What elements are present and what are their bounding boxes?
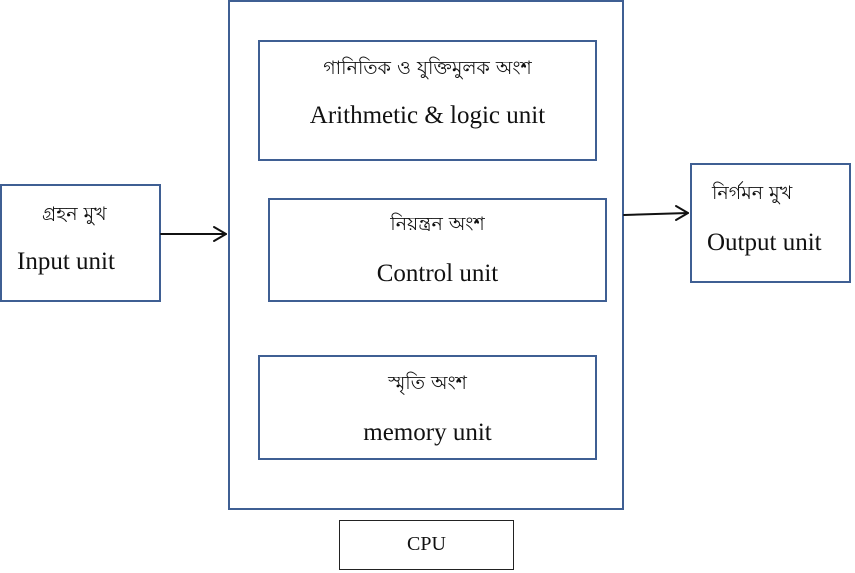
output-unit-bangla-label: নির্গমন মুখ xyxy=(712,182,793,204)
alu-bangla-label: গানিতিক ও যুক্তিমুলক অংশ xyxy=(323,57,532,79)
output-unit-box: নির্গমন মুখ Output unit xyxy=(690,163,851,283)
control-unit-box: নিয়ন্ত্রন অংশ Control unit xyxy=(268,198,607,302)
input-to-cpu-arrowhead xyxy=(213,226,227,242)
input-unit-label: Input unit xyxy=(17,248,115,275)
alu-label: Arithmetic & logic unit xyxy=(309,102,546,129)
output-unit-label: Output unit xyxy=(707,229,822,256)
cpu-to-output-arrowhead xyxy=(675,205,689,221)
alu-box: গানিতিক ও যুক্তিমুলক অংশ Arithmetic & lo… xyxy=(258,40,597,161)
memory-unit-box: স্মৃতি অংশ memory unit xyxy=(258,355,597,460)
control-unit-bangla-label: নিয়ন্ত্রন অংশ xyxy=(390,213,485,235)
cpu-label: CPU xyxy=(407,533,446,555)
input-unit-box: গ্রহন মুখ Input unit xyxy=(0,184,161,302)
control-unit-label: Control unit xyxy=(376,260,499,287)
memory-unit-label: memory unit xyxy=(363,419,492,446)
cpu-label-box: CPU xyxy=(339,520,514,570)
memory-unit-bangla-label: স্মৃতি অংশ xyxy=(388,372,467,394)
cpu-to-output-arrow xyxy=(623,212,689,216)
input-unit-bangla-label: গ্রহন মুখ xyxy=(42,203,107,225)
